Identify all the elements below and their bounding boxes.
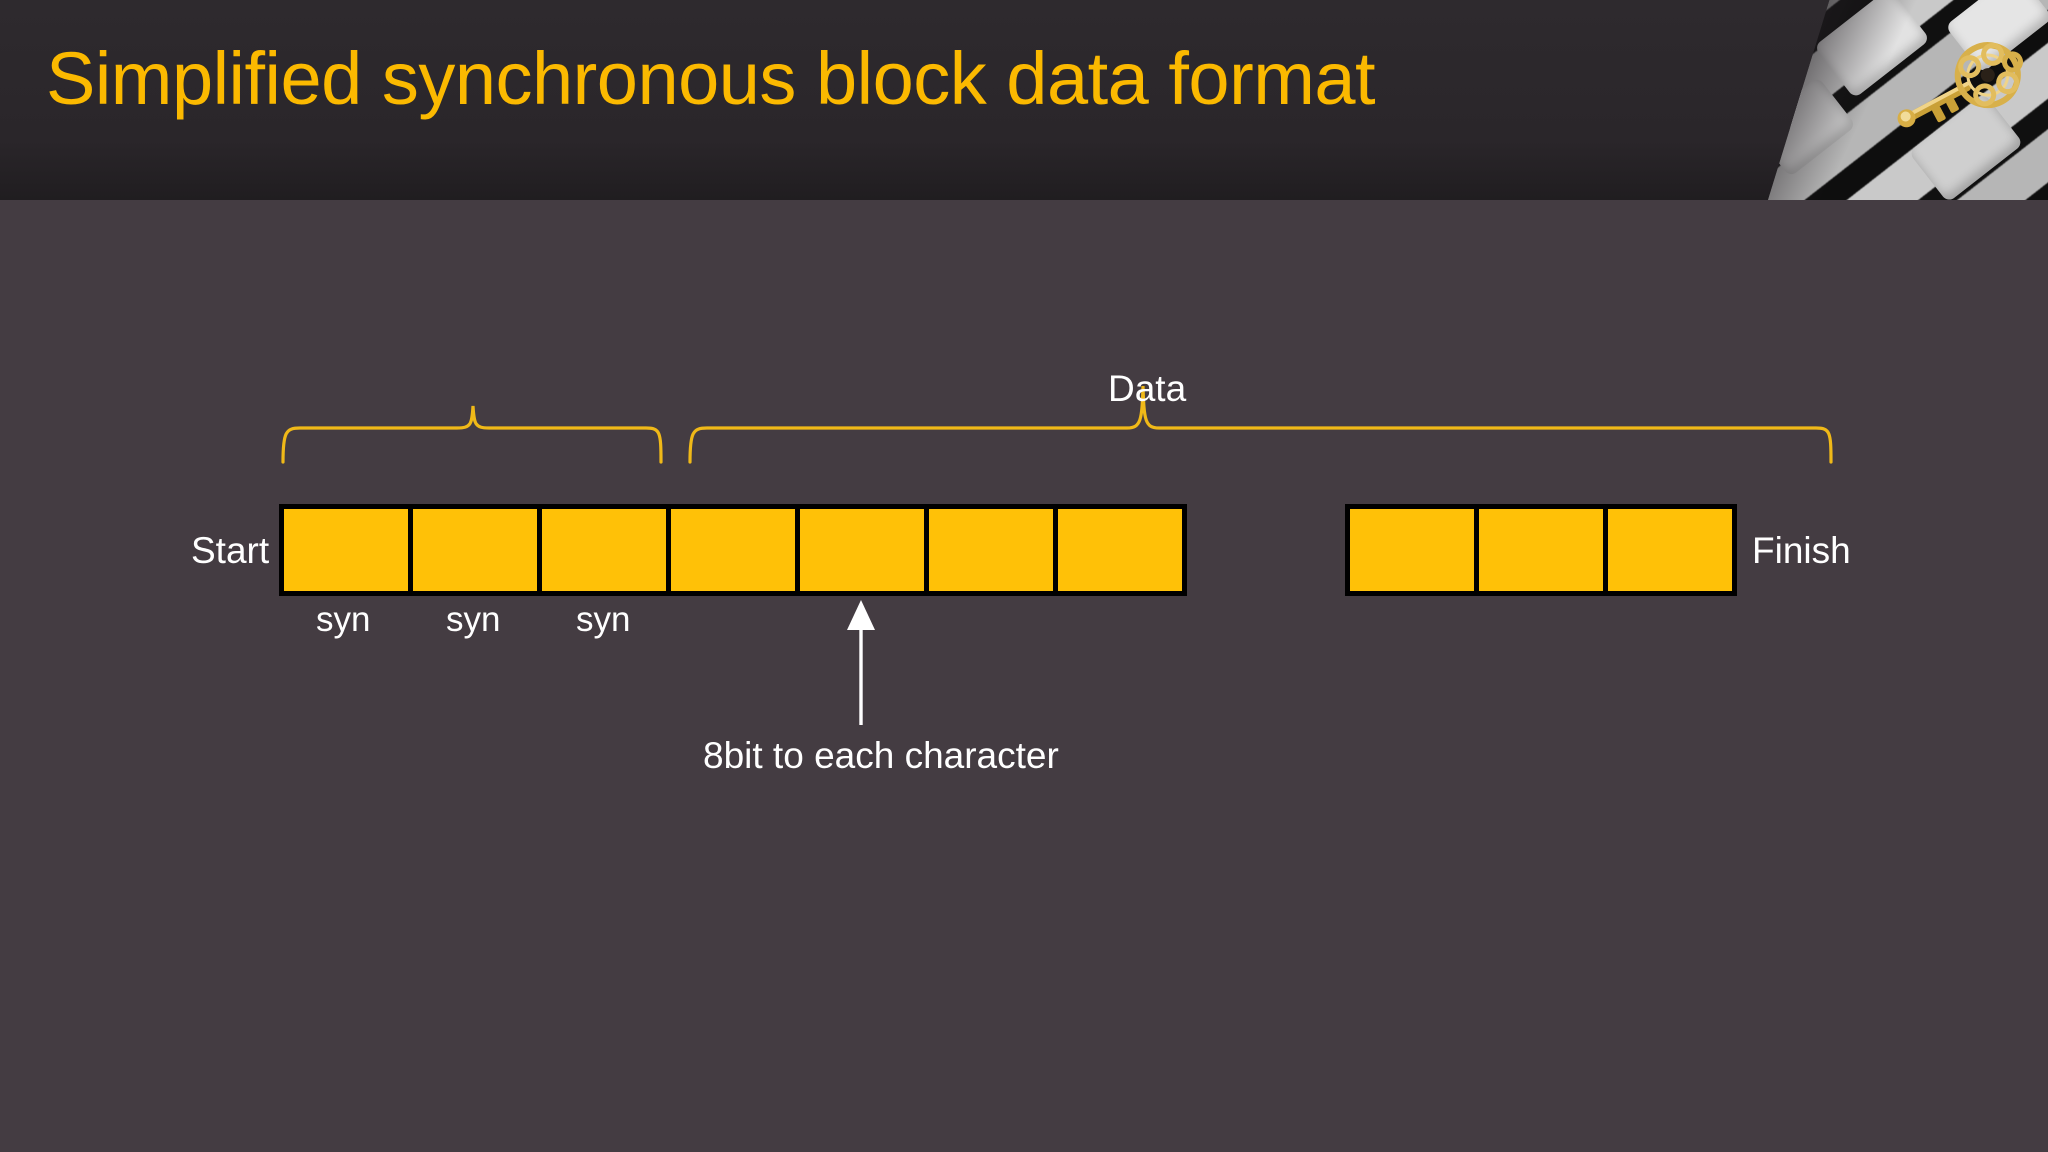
byte-cell-data-4[interactable] bbox=[800, 509, 924, 591]
page-title: Simplified synchronous block data format bbox=[46, 37, 1376, 120]
frame-byte-group-left bbox=[279, 504, 1187, 596]
byte-cell-data-5[interactable] bbox=[929, 509, 1053, 591]
eight-bit-note-label: 8bit to each character bbox=[703, 735, 1059, 776]
byte-pointer-arrow bbox=[847, 600, 875, 725]
frame-byte-group-right bbox=[1345, 504, 1737, 596]
data-brace bbox=[688, 385, 1833, 464]
byte-cell-syn-1[interactable] bbox=[413, 509, 537, 591]
byte-cell-data-8[interactable] bbox=[1479, 509, 1603, 591]
header-key-photo bbox=[1768, 0, 2048, 200]
byte-cell-data-6[interactable] bbox=[1058, 509, 1182, 591]
syn-label-2: syn bbox=[576, 600, 631, 639]
syn-label-0: syn bbox=[316, 600, 371, 639]
diagram-canvas: Start Finish Data 8bit to each character… bbox=[0, 200, 2048, 1152]
start-label: Start bbox=[191, 530, 270, 571]
syn-brace bbox=[281, 405, 663, 464]
finish-label: Finish bbox=[1752, 530, 1851, 571]
byte-cell-syn-2[interactable] bbox=[542, 509, 666, 591]
syn-label-1: syn bbox=[446, 600, 501, 639]
byte-cell-data-7[interactable] bbox=[1350, 509, 1474, 591]
byte-cell-data-3[interactable] bbox=[671, 509, 795, 591]
data-label: Data bbox=[1108, 368, 1187, 409]
photo-fade-overlay bbox=[1768, 0, 2048, 200]
byte-cell-data-9[interactable] bbox=[1608, 509, 1732, 591]
diagram-overlay bbox=[281, 385, 1833, 725]
byte-cell-syn-0[interactable] bbox=[284, 509, 408, 591]
slide-header: Simplified synchronous block data format bbox=[0, 0, 2048, 200]
